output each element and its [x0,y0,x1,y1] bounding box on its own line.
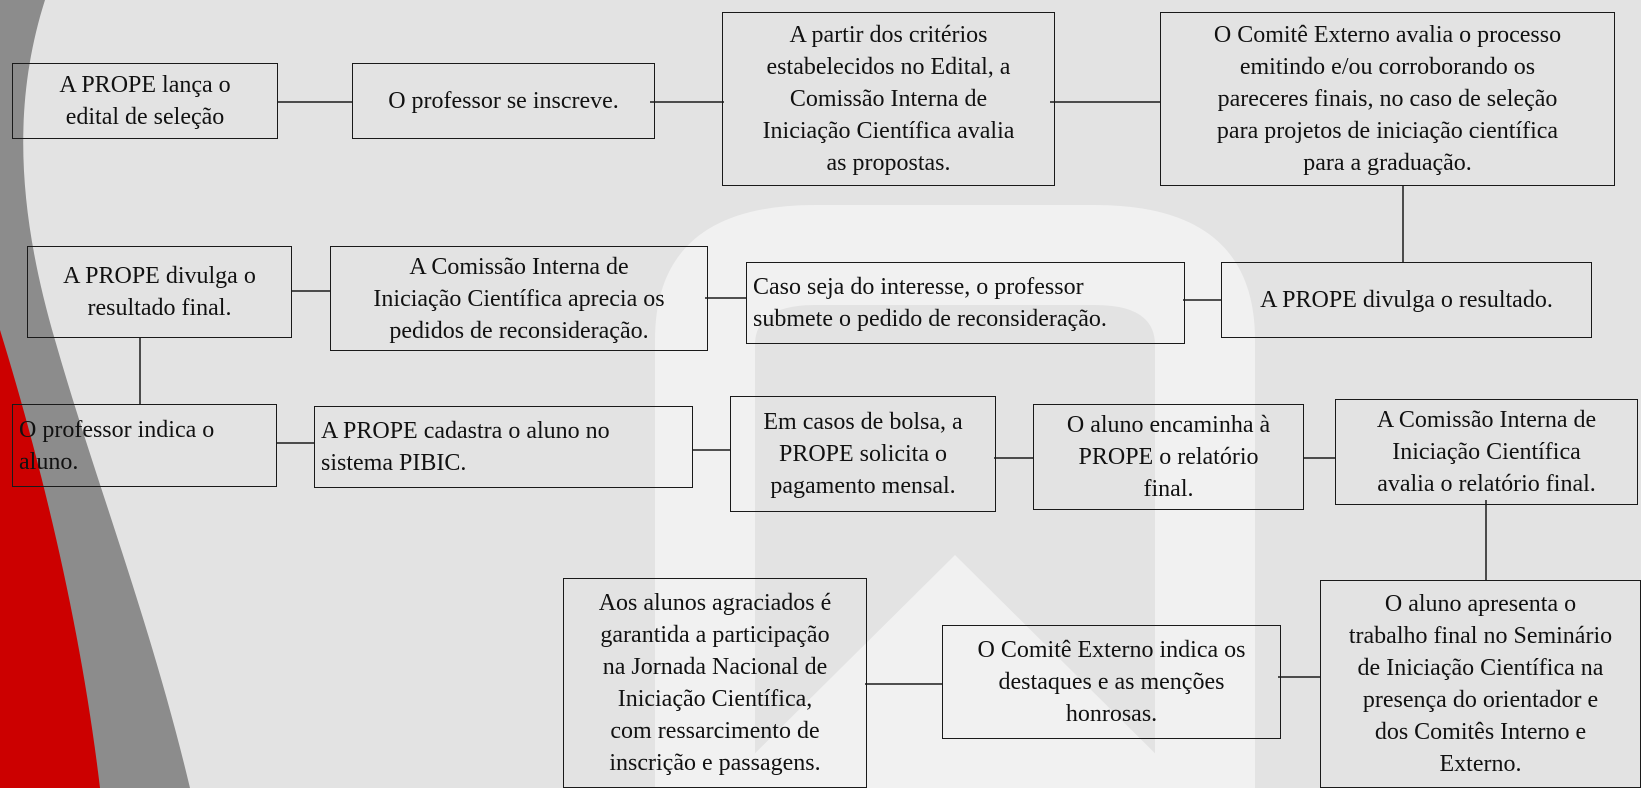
step-internal-committee-evaluates: A partir dos critérios estabelecidos no … [722,12,1055,186]
step-prope-final-result: A PROPE divulga o resultado final. [27,246,292,338]
step-external-committee-evaluates: O Comitê Externo avalia o processo emiti… [1160,12,1615,186]
step-prope-launches-call: A PROPE lança o edital de seleção [12,63,278,139]
step-prope-registers-student: A PROPE cadastra o aluno no sistema PIBI… [314,406,693,488]
step-prope-publishes-result: A PROPE divulga o resultado. [1221,262,1592,338]
step-student-presents-seminar: O aluno apresenta o trabalho final no Se… [1320,580,1641,788]
watermark-arch [655,205,1255,788]
step-student-final-report: O aluno encaminha à PROPE o relatório fi… [1033,404,1304,510]
watermark-triangle [720,555,1190,788]
ribbon-red [0,330,100,788]
step-committee-evaluates-report: A Comissão Interna de Iniciação Científi… [1335,399,1638,505]
step-professor-nominates-student: O professor indica o aluno. [12,404,277,487]
step-committee-reviews-requests: A Comissão Interna de Iniciação Científi… [330,246,708,351]
step-prope-requests-payment: Em casos de bolsa, a PROPE solicita o pa… [730,396,996,512]
step-reconsideration-request: Caso seja do interesse, o professor subm… [746,262,1185,344]
step-external-committee-highlights: O Comitê Externo indica os destaques e a… [942,625,1281,739]
step-professor-registers: O professor se inscreve. [352,63,655,139]
step-awarded-students-journey: Aos alunos agraciados é garantida a part… [563,578,867,788]
